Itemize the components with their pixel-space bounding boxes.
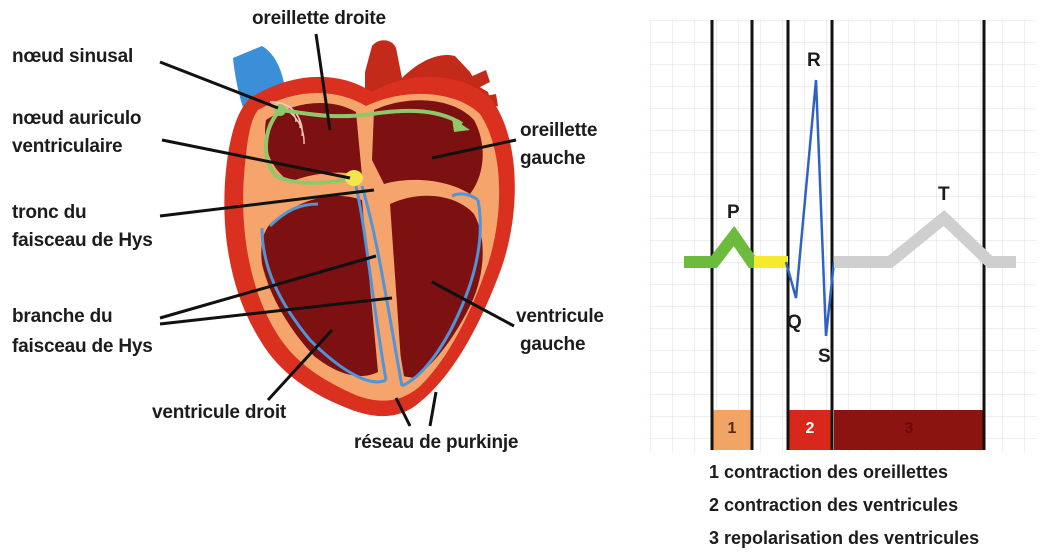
ecg-label-t: T <box>938 184 950 206</box>
ecg-label-p: P <box>727 202 740 224</box>
phase-number-2: 2 <box>788 420 832 438</box>
ecg-label-q: Q <box>787 312 802 334</box>
ecg-grid <box>650 20 1036 452</box>
legend-item-1: 1 contraction des oreillettes <box>709 462 948 483</box>
phase-number-1: 1 <box>712 420 752 438</box>
legend-item-3: 3 repolarisation des ventricules <box>709 528 979 549</box>
phase-number-3: 3 <box>834 420 984 438</box>
legend-item-2: 2 contraction des ventricules <box>709 495 958 516</box>
ecg-label-s: S <box>818 346 831 368</box>
ecg-label-r: R <box>807 50 821 72</box>
